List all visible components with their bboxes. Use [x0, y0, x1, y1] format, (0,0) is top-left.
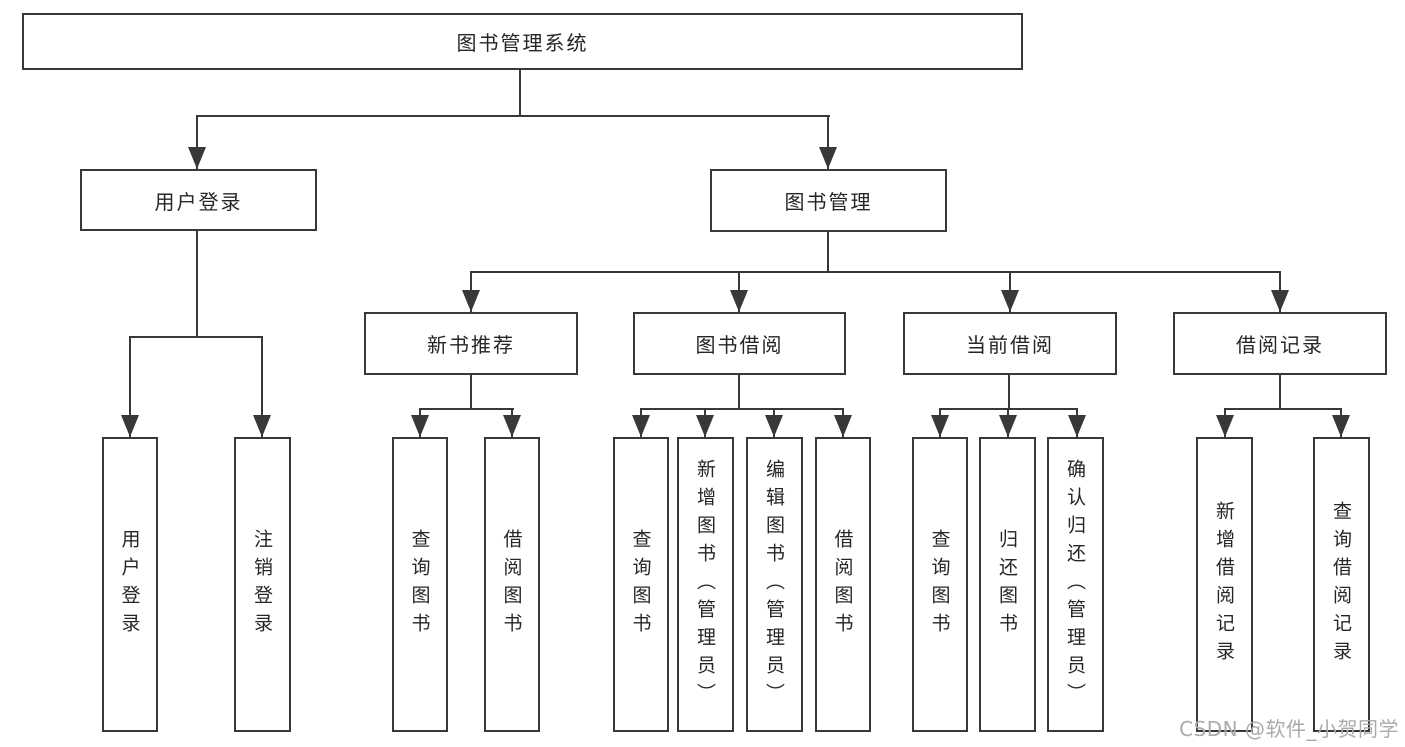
node-label: 新书推荐 — [427, 333, 515, 357]
node-label: 当前借阅 — [966, 333, 1054, 357]
node-label: 借阅记录 — [1236, 333, 1324, 357]
arrow-down-icon — [632, 415, 650, 437]
node-user-login: 用户登录 — [80, 169, 317, 231]
connector-line — [196, 231, 198, 336]
connector-line — [470, 375, 472, 408]
leaf-confirm-return-admin: 确认归还（管理员） — [1047, 437, 1104, 732]
connector-line — [738, 375, 740, 408]
leaf-label: 确认归还（管理员） — [1064, 458, 1086, 711]
leaf-query-books-recommend: 查询图书 — [392, 437, 448, 732]
arrow-down-icon — [462, 290, 480, 312]
connector-line — [519, 70, 521, 116]
node-borrowing-records: 借阅记录 — [1173, 312, 1387, 375]
arrow-down-icon — [188, 147, 206, 169]
node-label: 图书管理系统 — [456, 31, 589, 55]
leaf-borrow-books: 借阅图书 — [815, 437, 871, 732]
leaf-return-books: 归还图书 — [979, 437, 1036, 732]
arrow-down-icon — [121, 415, 139, 437]
leaf-label: 查询借阅记录 — [1330, 500, 1352, 669]
leaf-query-books-borrowing: 查询图书 — [613, 437, 669, 732]
leaf-user-login: 用户登录 — [102, 437, 158, 732]
arrow-down-icon — [931, 415, 949, 437]
connector-line — [197, 115, 830, 117]
leaf-label: 查询图书 — [629, 528, 652, 641]
node-current-borrowing: 当前借阅 — [903, 312, 1117, 375]
arrow-down-icon — [253, 415, 271, 437]
arrow-down-icon — [1332, 415, 1350, 437]
arrow-down-icon — [999, 415, 1017, 437]
connector-line — [419, 408, 514, 410]
leaf-query-books-current: 查询图书 — [912, 437, 968, 732]
connector-line — [196, 115, 198, 169]
leaf-label: 新增图书（管理员） — [694, 458, 716, 711]
leaf-add-books-admin: 新增图书（管理员） — [677, 437, 734, 732]
connector-line — [640, 408, 844, 410]
leaf-label: 归还图书 — [996, 528, 1018, 641]
leaf-borrow-books-recommend: 借阅图书 — [484, 437, 540, 732]
connector-line — [1279, 375, 1281, 408]
leaf-label: 借阅图书 — [500, 528, 523, 641]
leaf-label: 新增借阅记录 — [1213, 500, 1235, 669]
leaf-label: 注销登录 — [251, 528, 273, 641]
arrow-down-icon — [730, 290, 748, 312]
arrow-down-icon — [696, 415, 714, 437]
leaf-label: 编辑图书（管理员） — [763, 458, 785, 711]
leaf-label: 查询图书 — [928, 528, 951, 641]
arrow-down-icon — [1216, 415, 1234, 437]
node-library-system: 图书管理系统 — [22, 13, 1023, 70]
connector-line — [261, 336, 263, 437]
leaf-label: 查询图书 — [408, 528, 431, 641]
leaf-edit-books-admin: 编辑图书（管理员） — [746, 437, 803, 732]
arrow-down-icon — [1271, 290, 1289, 312]
connector-line — [1008, 375, 1010, 408]
arrow-down-icon — [1001, 290, 1019, 312]
node-new-book-recommend: 新书推荐 — [364, 312, 578, 375]
arrow-down-icon — [765, 415, 783, 437]
arrow-down-icon — [819, 147, 837, 169]
node-book-management: 图书管理 — [710, 169, 947, 232]
leaf-add-borrow-record: 新增借阅记录 — [1196, 437, 1253, 732]
leaf-logout: 注销登录 — [234, 437, 291, 732]
arrow-down-icon — [834, 415, 852, 437]
leaf-label: 借阅图书 — [831, 528, 854, 641]
arrow-down-icon — [411, 415, 429, 437]
leaf-label: 用户登录 — [118, 528, 141, 641]
node-book-borrowing: 图书借阅 — [633, 312, 846, 375]
csdn-watermark: CSDN @软件_小贺同学 — [1179, 717, 1399, 741]
connector-line — [827, 232, 829, 271]
connector-line — [129, 336, 263, 338]
connector-line — [129, 336, 131, 437]
arrow-down-icon — [1068, 415, 1086, 437]
node-label: 图书借阅 — [695, 333, 784, 357]
connector-line — [470, 271, 1281, 273]
node-label: 用户登录 — [154, 189, 243, 214]
connector-line — [1224, 408, 1342, 410]
connector-line — [827, 115, 829, 169]
leaf-query-borrow-record: 查询借阅记录 — [1313, 437, 1370, 732]
arrow-down-icon — [503, 415, 521, 437]
node-label: 图书管理 — [784, 190, 873, 214]
